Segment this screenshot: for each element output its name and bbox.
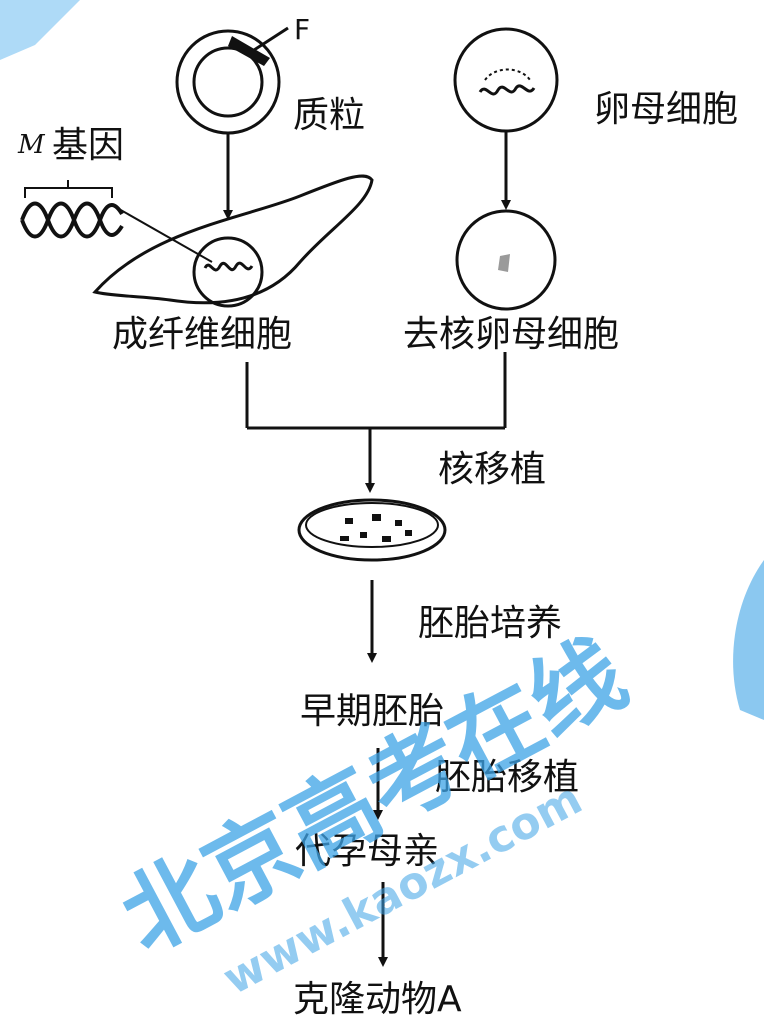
label-embryo-transfer: 胚胎移植 (435, 757, 580, 798)
label-m-gene: 基因 (52, 125, 125, 166)
gene-insertion-line (111, 204, 213, 263)
oocyte-icon (453, 27, 559, 133)
label-early-embryo: 早期胚胎 (300, 691, 445, 732)
merge-connector (245, 352, 507, 430)
label-cloned-animal: 克隆动物A (293, 979, 462, 1020)
watermark-corner-shape (0, 0, 80, 60)
label-nuclear-transfer: 核移植 (438, 449, 547, 490)
m-gene-dna-icon (20, 180, 124, 239)
label-embryo-culture: 胚胎培养 (418, 603, 563, 644)
label-f-marker: F (294, 13, 311, 46)
petri-dish-icon (297, 498, 447, 562)
label-m-italic: M (18, 130, 45, 160)
label-oocyte: 卵母细胞 (594, 89, 739, 130)
label-fibroblast: 成纤维细胞 (112, 314, 293, 355)
watermark-side-shape (733, 560, 764, 720)
label-plasmid: 质粒 (293, 95, 366, 136)
enucleated-oocyte-icon (455, 209, 557, 311)
fibroblast-cell-icon (92, 174, 374, 308)
label-enucleated-oocyte: 去核卵母细胞 (403, 314, 620, 355)
plasmid-icon (175, 26, 289, 135)
label-surrogate-mother: 代孕母亲 (295, 831, 440, 872)
